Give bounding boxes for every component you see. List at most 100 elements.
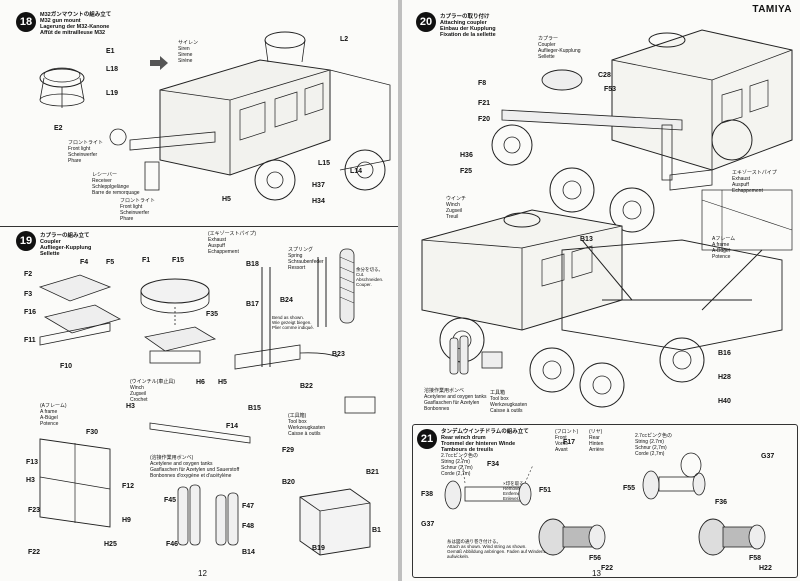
part-label: B21 xyxy=(366,469,379,476)
part-label: H28 xyxy=(718,374,731,381)
part-label: B20 xyxy=(282,479,295,486)
remove-note: ×印を取る。 Remove. Entfernen. Enlever. xyxy=(503,481,529,501)
part-label: F17 xyxy=(563,439,576,446)
step-19: 19 カプラーの組み立て Coupler Auflieger-Kupplung … xyxy=(0,226,398,569)
part-label: F47 xyxy=(242,503,255,510)
left-page: 18 M32ガンマウントの組み立て M32 gun mount Lagerung… xyxy=(0,0,398,581)
coupler-drawing xyxy=(38,248,376,556)
part-label: G37 xyxy=(761,453,775,460)
part-label: H36 xyxy=(460,152,473,159)
part-label: H9 xyxy=(122,517,131,524)
part-label: F29 xyxy=(282,447,295,454)
part-label: E2 xyxy=(54,125,63,132)
part-label: F56 xyxy=(589,555,602,562)
exhaust-label: エキゾーストパイプ Exhaust Auspuff Echappement xyxy=(732,170,777,194)
step-number: 19 xyxy=(16,231,36,251)
part-label: H34 xyxy=(312,198,325,205)
cut-note: 余分を切る。 Cut. Abschneiden. Couper. xyxy=(356,267,384,287)
part-label: F14 xyxy=(226,423,239,430)
part-label: F46 xyxy=(166,541,179,548)
part-label: H3 xyxy=(126,403,135,410)
part-label: F34 xyxy=(487,461,500,468)
part-label: F13 xyxy=(26,459,39,466)
part-label: G37 xyxy=(421,521,435,528)
brand-logo: TAMIYA xyxy=(752,4,792,15)
step-title: M32ガンマウントの組み立て M32 gun mount Lagerung de… xyxy=(40,12,112,36)
part-label: F1 xyxy=(142,257,151,264)
right-page: TAMIYA 20 カプラーの取り付け Attaching coupler Ei… xyxy=(402,0,800,581)
toolbox-label: (工具箱) Tool box Werkzeugkasten Caisse à o… xyxy=(288,413,326,437)
part-label: F8 xyxy=(478,80,487,87)
part-label: H25 xyxy=(104,541,117,548)
part-label: F3 xyxy=(24,291,33,298)
siren-label: サイレン Siren Sirene Sirène xyxy=(178,40,199,64)
part-label: E1 xyxy=(106,48,115,55)
part-label: F21 xyxy=(478,100,491,107)
part-label: F12 xyxy=(122,483,135,490)
part-label: B22 xyxy=(300,383,313,390)
bend-note: Bend as shown. Wie gezeigt biegen. Plier… xyxy=(272,315,315,330)
part-label: F5 xyxy=(106,259,115,266)
winch-drum-drawing xyxy=(444,452,766,556)
part-label: F58 xyxy=(749,555,762,562)
page-number-left: 12 xyxy=(198,569,207,578)
part-label: B24 xyxy=(280,297,293,304)
part-label: F11 xyxy=(24,337,36,344)
part-label: F48 xyxy=(242,523,255,530)
part-label: H5 xyxy=(218,379,227,386)
string-label-1: 2.7ccピンク色の String (2.7m) Schnur (2,7m) C… xyxy=(441,453,478,477)
part-label: H6 xyxy=(196,379,205,386)
part-label: B14 xyxy=(242,549,255,556)
part-label: F55 xyxy=(623,485,636,492)
part-label: F30 xyxy=(86,429,99,436)
string-label-2: 2.7ccピンク色の String (2.7m) Schnur (2,7m) C… xyxy=(635,433,672,457)
step-20: 20 カプラーの取り付け Attaching coupler Einbau de… xyxy=(402,0,800,420)
part-label: L18 xyxy=(106,66,119,73)
part-label: F20 xyxy=(478,116,491,123)
front-light-label-2: フロントライト Front light Scheinwerfer Phare xyxy=(120,198,156,222)
aframe-label: (Aフレーム) A frame A-Bügel Potence xyxy=(40,403,67,427)
part-label: F10 xyxy=(60,363,73,370)
winch-label: ウインチ Winch Zugseil Treuil xyxy=(446,196,467,220)
part-label: F45 xyxy=(164,497,177,504)
part-label: B1 xyxy=(372,527,381,534)
part-label: B16 xyxy=(718,350,731,357)
part-label: F4 xyxy=(80,259,89,266)
front-label: (フロント) Front Vorne Avant xyxy=(555,429,579,453)
part-label: F25 xyxy=(460,168,473,175)
page-number-right: 13 xyxy=(592,569,601,578)
part-label: L14 xyxy=(350,168,363,175)
part-label: H5 xyxy=(222,196,231,203)
coupler-label: カプラー Coupler Auflieger-Kupplung Sellette xyxy=(538,36,581,60)
part-label: B19 xyxy=(312,545,325,552)
winch-label: (ウインチル(車止具) Winch Zugseil Crochet xyxy=(130,379,175,403)
receiver-label: レシーバー Receiver Schlepplgelänge Barre de … xyxy=(92,172,140,196)
part-label: F15 xyxy=(172,257,185,264)
gun-mount-drawing xyxy=(39,31,391,201)
step-18: 18 M32ガンマウントの組み立て M32 gun mount Lagerung… xyxy=(0,0,398,222)
part-label: H3 xyxy=(26,477,35,484)
part-label: B18 xyxy=(246,261,259,268)
gutter xyxy=(398,0,402,581)
part-label: F22 xyxy=(601,565,614,572)
step-title: カプラーの取り付け Attaching coupler Einbau der K… xyxy=(440,14,496,38)
rear-label: (リヤ) Rear Hinten Arrière xyxy=(589,429,605,453)
part-label: B13 xyxy=(580,236,593,243)
truck-assembly-drawing xyxy=(421,29,793,408)
part-label: B17 xyxy=(246,301,259,308)
spring-label: スプリング Spring Schraubenfeder Ressort xyxy=(288,247,324,271)
part-label: F51 xyxy=(539,487,552,494)
part-label: F22 xyxy=(28,549,41,556)
step-21: 21 タンデムウインチドラムの組み立て Rear winch drum Trom… xyxy=(412,424,798,578)
step-title: タンデムウインチドラムの組み立て Rear winch drum Trommel… xyxy=(441,429,529,453)
part-label: F23 xyxy=(28,507,41,514)
part-label: L2 xyxy=(340,36,349,43)
step-number: 21 xyxy=(417,429,437,449)
part-label: B23 xyxy=(332,351,345,358)
part-label: C28 xyxy=(598,72,611,79)
tanks-label: (溶接作業用ボンベ) Acetylene and oxygen tanks Ga… xyxy=(150,455,240,479)
part-label: H37 xyxy=(312,182,325,189)
part-label: L19 xyxy=(106,90,119,97)
part-label: F35 xyxy=(206,311,219,318)
toolbox-label: 工具箱 Tool box Werkzeugkasten Caisse à out… xyxy=(490,390,528,414)
